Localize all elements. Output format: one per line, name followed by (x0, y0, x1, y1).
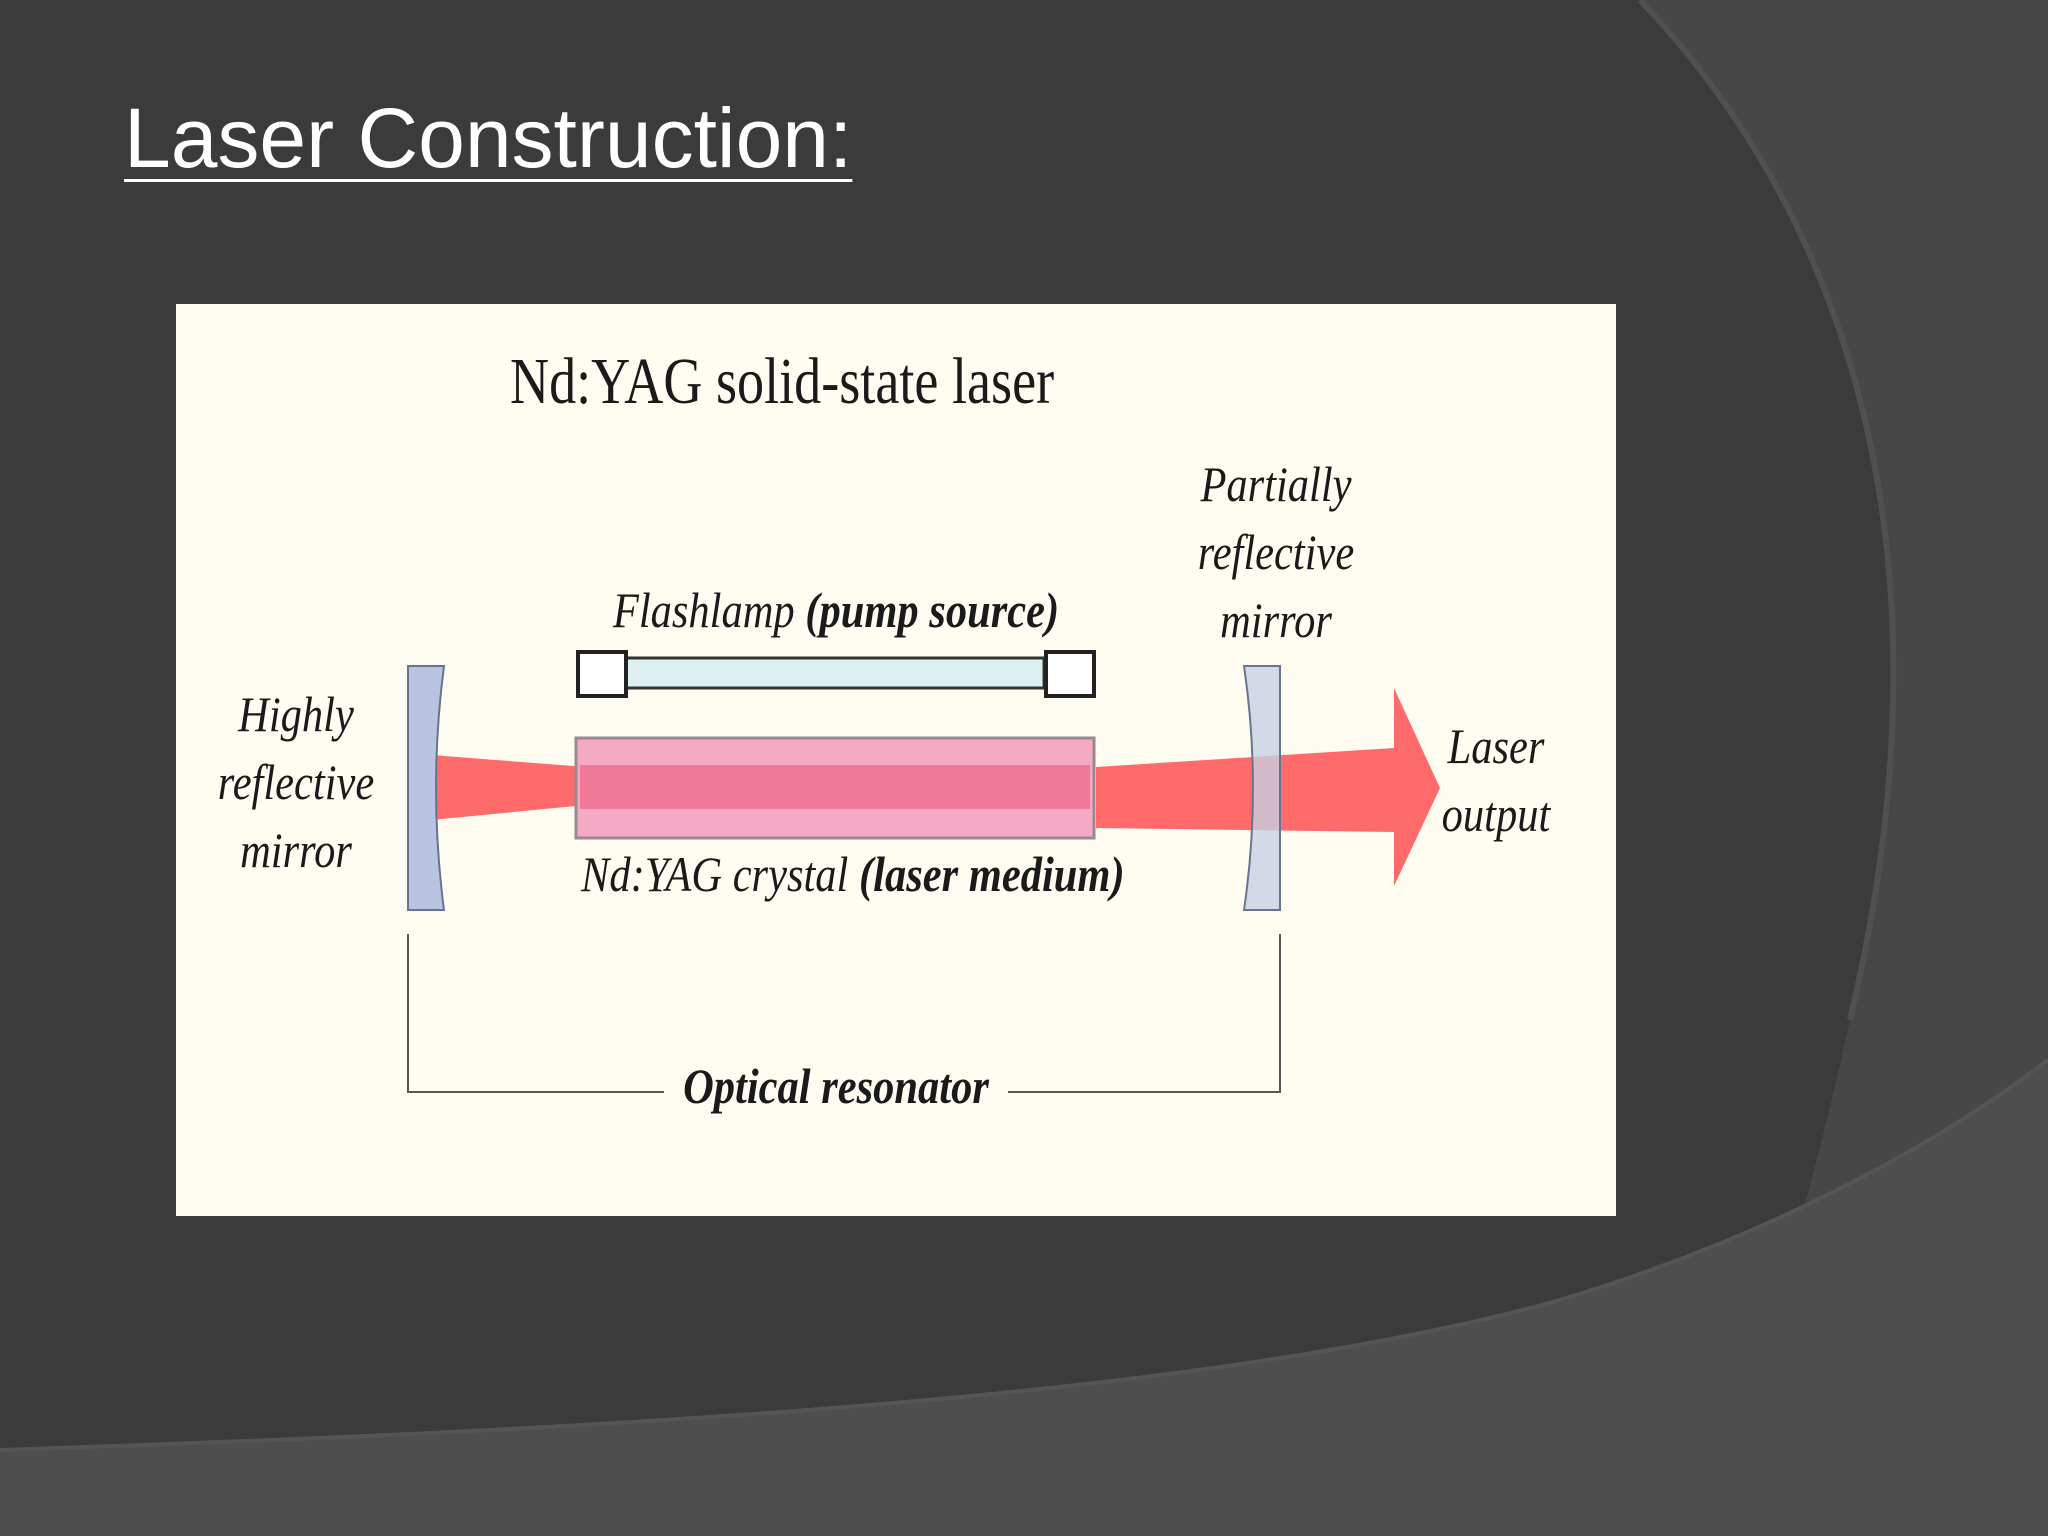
background-wave-edge (0, 1058, 2048, 1452)
diagram-title: Nd:YAG solid-state laser (510, 345, 1055, 418)
background-arc-inner (1637, 0, 1897, 1021)
partially-reflective-mirror (1242, 665, 1281, 911)
flashlamp-right-electrode (1044, 650, 1096, 698)
laser-beam-left (431, 755, 586, 820)
flashlamp-left-electrode (576, 650, 628, 698)
highly-reflective-mirror-label-line: mirror (240, 822, 352, 878)
partially-reflective-mirror-label-line: reflective (1197, 524, 1355, 580)
laser-output-label-line: Laser (1447, 718, 1545, 774)
laser-output-label: Laser output (1428, 712, 1564, 848)
background-wave-bottom (0, 1060, 2048, 1536)
slide-title: Laser Construction: (124, 91, 853, 185)
laser-diagram: Nd:YAG solid-state laser Flashlamp (pump… (176, 304, 1616, 1216)
flashlamp-label: Flashlamp (pump source) (598, 580, 1074, 640)
flashlamp-label-role: (pump source) (805, 582, 1060, 638)
highly-reflective-mirror (407, 665, 446, 911)
partially-reflective-mirror-label-line: mirror (1220, 592, 1332, 648)
partially-reflective-mirror-label: Partially reflective mirror (1191, 450, 1361, 654)
partially-reflective-mirror-label-line: Partially (1200, 456, 1352, 512)
crystal-label: Nd:YAG crystal (laser medium) (581, 844, 1125, 904)
optical-resonator-bracket-left (407, 934, 664, 1093)
crystal-beam-core (580, 765, 1090, 809)
highly-reflective-mirror-label-line: reflective (217, 754, 375, 810)
optical-resonator-bracket-right (1008, 934, 1281, 1093)
flashlamp-label-name: Flashlamp (612, 582, 795, 638)
highly-reflective-mirror-label-line: Highly (238, 686, 354, 742)
flashlamp-tube (622, 656, 1046, 690)
crystal-label-role: (laser medium) (859, 846, 1125, 902)
highly-reflective-mirror-label: Highly reflective mirror (211, 680, 381, 884)
laser-diagram-graphics (407, 650, 1440, 1093)
optical-resonator-label: Optical resonator (683, 1058, 989, 1114)
crystal-label-name: Nd:YAG crystal (581, 846, 849, 902)
laser-output-label-line: output (1441, 786, 1551, 842)
